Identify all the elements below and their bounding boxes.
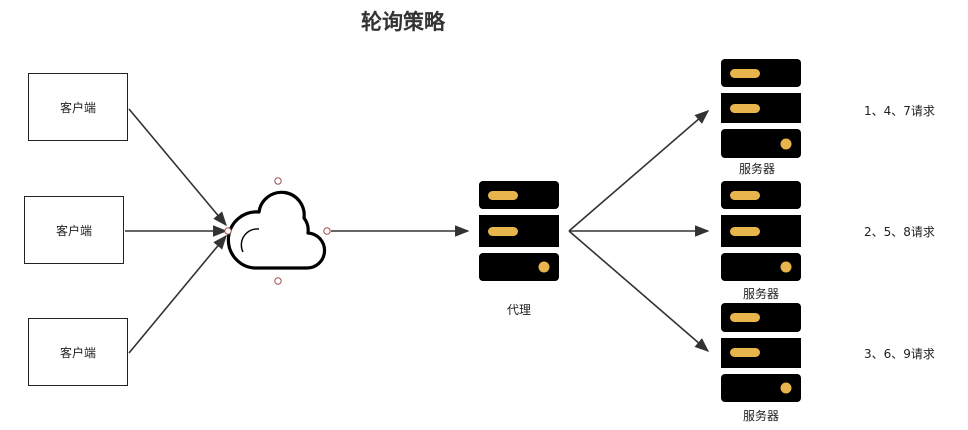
server-requests-3: 3、6、9请求 — [864, 347, 935, 361]
client-box-2: 客户端 — [24, 196, 124, 264]
server-icon-2 — [721, 181, 801, 281]
diagram-title: 轮询策略 — [361, 10, 445, 34]
server-requests-2: 2、5、8请求 — [864, 225, 935, 239]
connector-proxy-to-server3 — [568, 230, 710, 352]
proxy-label: 代理 — [506, 303, 531, 317]
client-label-3: 客户端 — [59, 345, 96, 360]
client-box-1: 客户端 — [28, 73, 128, 141]
client-label-1: 客户端 — [59, 100, 96, 115]
server-requests-1: 1、4、7请求 — [864, 104, 935, 118]
proxy-server-icon — [479, 181, 559, 281]
cloud-icon — [226, 190, 327, 270]
cloud-selection-handles — [224, 177, 331, 285]
client-box-3: 客户端 — [28, 318, 128, 386]
connector-client1-to-cloud — [128, 108, 227, 227]
client-label-2: 客户端 — [55, 223, 92, 238]
connector-proxy-to-server1 — [568, 110, 710, 232]
server-icon-3 — [721, 303, 801, 402]
server-label-3: 服务器 — [742, 409, 779, 423]
server-label-2: 服务器 — [742, 287, 779, 301]
server-icon-1 — [721, 59, 801, 158]
connector-client3-to-cloud — [128, 234, 227, 354]
server-label-1: 服务器 — [738, 162, 775, 176]
